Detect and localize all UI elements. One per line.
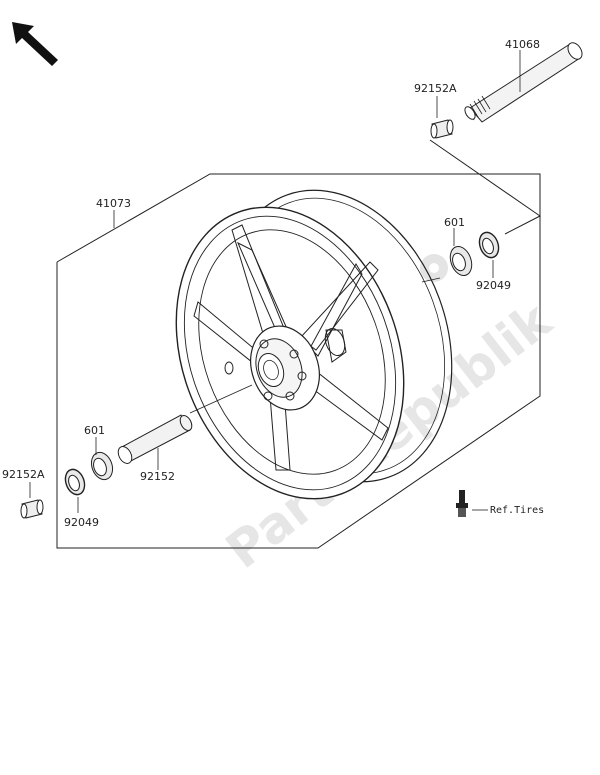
seal-left-part xyxy=(64,468,86,496)
label-41073: 41073 xyxy=(96,197,131,210)
label-41068: 41068 xyxy=(505,38,540,51)
orientation-arrow-icon xyxy=(12,22,58,66)
watermark-gear-icon xyxy=(420,254,448,282)
tire-valve-part xyxy=(456,490,468,517)
label-92152: 92152 xyxy=(140,470,175,483)
leader-spacer-axis xyxy=(189,384,253,414)
leader-bearing-right-2 xyxy=(421,277,441,283)
label-92049-left: 92049 xyxy=(64,516,99,529)
label-601-left: 601 xyxy=(84,424,105,437)
collar-top-part xyxy=(430,119,454,139)
label-92152A-left: 92152A xyxy=(2,468,45,481)
bearing-left-part xyxy=(90,451,114,481)
label-ref-tires: Ref.Tires xyxy=(490,505,544,516)
assembly-outline-frame xyxy=(56,173,541,549)
label-92152A-top: 92152A xyxy=(414,82,457,95)
spacer-part xyxy=(117,414,193,464)
collar-left-part xyxy=(20,499,44,519)
axle-part xyxy=(464,42,583,123)
bearing-right-part xyxy=(449,245,473,277)
wheel-part xyxy=(175,189,453,500)
label-92049-right: 92049 xyxy=(476,279,511,292)
label-601-right: 601 xyxy=(444,216,465,229)
seal-right-part xyxy=(478,231,500,259)
